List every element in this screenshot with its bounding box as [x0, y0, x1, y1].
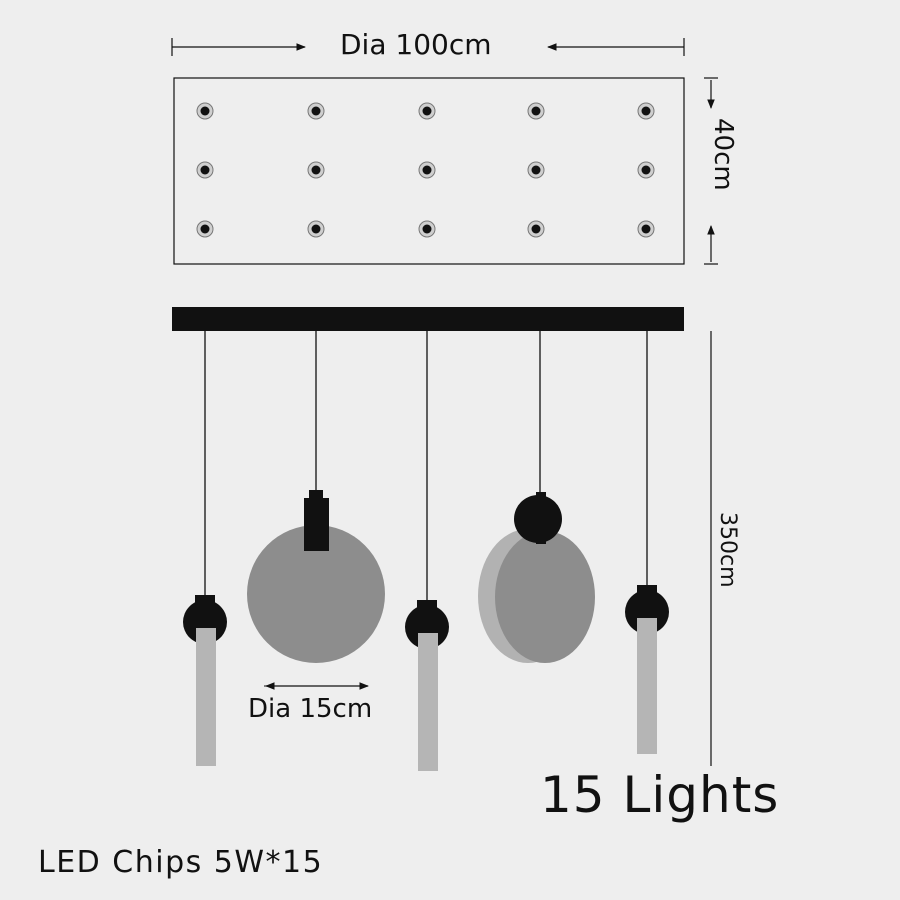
pendant-tube-3: [625, 331, 669, 754]
pendant-globe-1: [247, 331, 385, 663]
canopy-top-view: [173, 77, 685, 265]
led-chips-label: LED Chips 5W*15: [38, 845, 324, 880]
socket-dot-icon: [418, 102, 436, 120]
pendant-globe-2: [478, 331, 595, 663]
socket-dot-icon: [307, 220, 325, 238]
depth-label: 40cm: [708, 118, 738, 191]
socket-dot-icon: [527, 102, 545, 120]
socket-dot-icon: [637, 102, 655, 120]
pendant-tube-1: [183, 331, 227, 766]
socket-dot-icon: [418, 220, 436, 238]
width-label: Dia 100cm: [340, 28, 492, 61]
socket-dot-icon: [196, 161, 214, 179]
socket-dot-icon: [527, 161, 545, 179]
pendant-diameter-label: Dia 15cm: [248, 694, 373, 724]
light-count-label: 15 Lights: [540, 766, 780, 824]
pendant-tube-2: [405, 331, 449, 771]
width-dimension: [171, 38, 685, 56]
socket-dot-icon: [196, 220, 214, 238]
depth-dimension: [704, 77, 718, 265]
socket-dot-icon: [418, 161, 436, 179]
ceiling-bar: [172, 307, 684, 331]
socket-dot-icon: [307, 161, 325, 179]
socket-dot-icon: [196, 102, 214, 120]
socket-grid: [196, 102, 655, 238]
socket-dot-icon: [637, 220, 655, 238]
socket-dot-icon: [307, 102, 325, 120]
socket-dot-icon: [527, 220, 545, 238]
socket-dot-icon: [637, 161, 655, 179]
height-label: 350cm: [715, 512, 740, 588]
